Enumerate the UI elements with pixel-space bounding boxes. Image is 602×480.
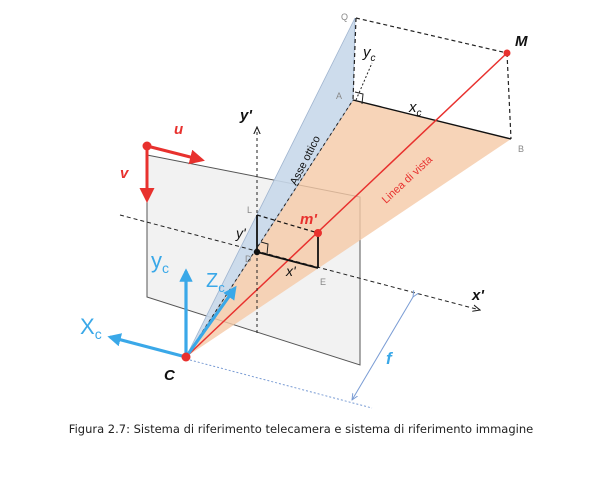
right-angle-A <box>354 91 364 105</box>
label-E: E <box>320 277 326 287</box>
label-xc-top: xc <box>408 99 422 119</box>
point-C <box>181 352 191 362</box>
u-axis <box>146 144 205 165</box>
point-m-prime <box>314 229 322 237</box>
label-D: D <box>245 254 252 264</box>
x-prime-axis <box>119 214 480 310</box>
uv-origin <box>142 141 152 151</box>
label-f: f <box>386 349 394 368</box>
label-x-prime: x' <box>471 287 484 304</box>
edge-D-E <box>256 251 319 269</box>
label-C: C <box>164 367 176 384</box>
label-B: B <box>518 144 524 154</box>
point-D <box>253 248 261 256</box>
optical-axis-plane <box>185 17 356 358</box>
label-m-prime: m' <box>300 211 317 228</box>
label-u: u <box>174 121 183 138</box>
label-L: L <box>247 205 252 215</box>
label-v: v <box>120 165 130 182</box>
edge-L-m <box>256 214 319 234</box>
yc-dimension <box>355 62 373 101</box>
label-x-prime-small: x' <box>285 263 297 279</box>
label-M: M <box>515 33 528 50</box>
label-Zc: Zc <box>206 270 225 295</box>
label-yc-top: yc <box>362 44 376 64</box>
label-y-prime-small: y' <box>235 225 247 241</box>
f-dimension <box>352 297 413 400</box>
box-bottom-edge <box>352 99 512 140</box>
Zc-axis <box>184 285 237 358</box>
f-extension <box>189 359 373 409</box>
figure-caption: Figura 2.7: Sistema di riferimento telec… <box>68 422 534 436</box>
label-Xc: Xc <box>80 314 102 342</box>
label-y-prime: y' <box>239 107 252 124</box>
Xc-axis <box>107 333 187 359</box>
box-wireframe <box>352 17 512 140</box>
label-A: A <box>336 91 342 101</box>
line-of-sight <box>185 52 508 358</box>
label-Yc: yc <box>151 248 169 276</box>
frustum-orange <box>186 100 511 357</box>
right-angle-D <box>260 241 269 255</box>
point-M <box>503 49 511 57</box>
label-Q: Q <box>341 12 348 22</box>
